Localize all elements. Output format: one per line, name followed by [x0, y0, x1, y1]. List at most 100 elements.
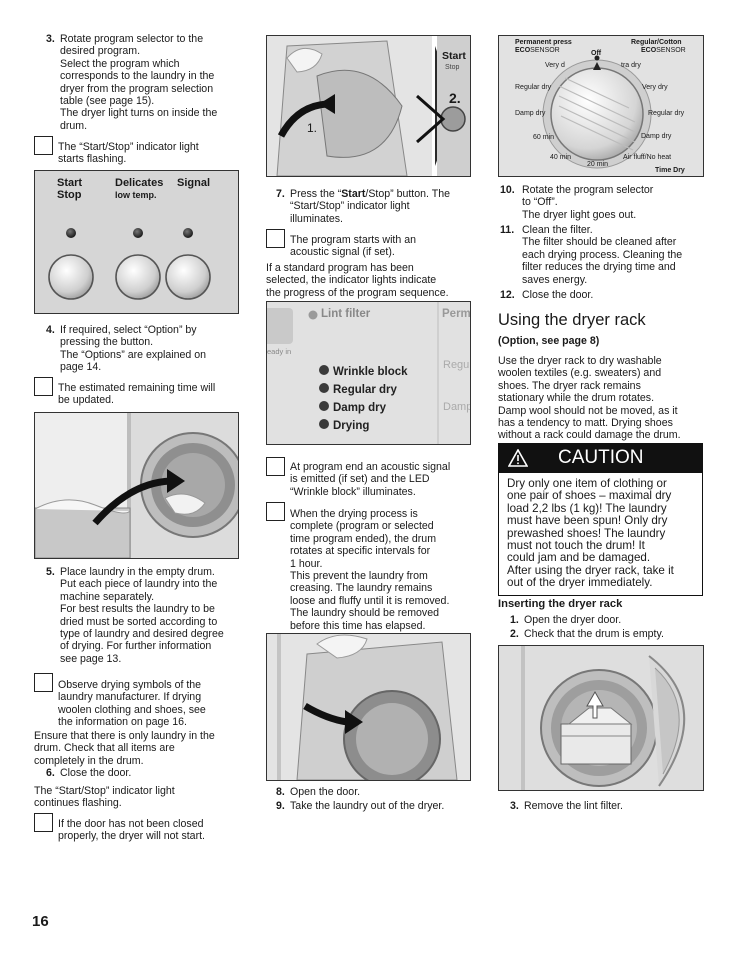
note-drying-complete: When the drying process is complete (pro… — [266, 502, 478, 632]
note-door-not-closed: If the door has not been closed properly… — [34, 813, 244, 843]
text-line: properly, the dryer will not start. — [58, 830, 205, 843]
progress-item: Wrinkle block — [333, 366, 408, 378]
text-line: If a standard program has been — [266, 262, 414, 274]
dial-damp-dry-left: Damp dry — [515, 110, 546, 117]
text-line: Rotate program selector to the — [60, 33, 204, 45]
text-line: laundry manufacturer. If drying — [58, 691, 202, 704]
text-line: table (see page 15). — [60, 95, 155, 108]
text-line: see page 13. — [60, 652, 122, 665]
text-line: saves energy. — [522, 273, 588, 286]
text-line: dryer from the program selection — [60, 82, 214, 95]
dial-time-dry: Time Dry — [655, 167, 685, 174]
caution-title: CAUTION — [558, 447, 644, 468]
dial-40-min: 40 min — [550, 154, 572, 161]
standard-program-paragraph: If a standard program has been selected,… — [266, 262, 476, 299]
step-text: Close the door. — [60, 767, 132, 779]
progress-item: Damp dry — [333, 402, 387, 414]
note-box — [266, 502, 285, 521]
text-line: The “Start/Stop” indicator light — [58, 141, 199, 153]
open-door-drawing — [267, 634, 470, 780]
text-line: woolen textiles (e.g. sweaters) and — [498, 367, 662, 380]
progress-list: Wrinkle block Regular dry Damp dry Dryin… — [333, 363, 408, 435]
text-line: Select the program which — [60, 57, 180, 70]
led-start — [66, 228, 76, 238]
callout-1: 1. — [307, 121, 318, 135]
text-line: page 14. — [60, 361, 102, 374]
led-delicates — [133, 228, 143, 238]
text-line: Use the dryer rack to dry washable — [498, 355, 662, 367]
callout-2: 2. — [449, 90, 461, 106]
text-line: Place laundry in the empty drum. — [60, 566, 215, 578]
text-line: stationary while the drum rotates. — [498, 392, 655, 405]
text-line: The laundry should be removed — [290, 607, 439, 620]
text-line: The dryer light goes out. — [522, 208, 637, 221]
step-number: 1. — [510, 614, 519, 626]
text-line: drum. — [60, 119, 88, 132]
text-line: the progress of the program sequence. — [266, 286, 449, 299]
dial-20-min: 20 min — [587, 161, 609, 168]
close-door-figure: Start Stop 2. 1. — [266, 35, 471, 177]
dial-damp-dry-right: Damp dry — [641, 133, 672, 140]
note-drying-symbols: Observe drying symbols of the laundry ma… — [34, 673, 244, 728]
dial-air-fluff: Air fluff/No heat — [623, 154, 672, 161]
open-door-figure — [266, 633, 471, 781]
step-number: 5. — [46, 566, 55, 578]
text-line: before this time has elapsed. — [290, 619, 426, 632]
text-line: When the drying process is — [290, 508, 418, 520]
text-line: completely in the drum. — [34, 754, 144, 767]
text-line: low temp. — [115, 190, 157, 200]
text-line: corresponds to the laundry in the — [60, 70, 215, 83]
step-number: 11. — [500, 224, 515, 236]
text-line: illuminates. — [290, 212, 343, 225]
text-line: starts flashing. — [58, 153, 127, 166]
text-line: machine separately. — [60, 590, 155, 603]
dial-extra-dry: tra dry — [621, 62, 641, 69]
dial-regular-dry-left: Regular dry — [515, 84, 552, 91]
text-line: Damp wool should not be moved, as it — [498, 404, 678, 417]
note-program-end: At program end an acoustic signal is emi… — [266, 457, 478, 499]
text-line: out of the dryer immediately. — [507, 576, 653, 590]
step-number: 3. — [46, 33, 55, 45]
text-line: is emitted (if set) and the LED — [290, 473, 430, 486]
text-line: time program ended), the drum — [290, 532, 437, 545]
text-line: shoes. The dryer rack remains — [498, 379, 641, 392]
text-line: prewashed shoes! The laundry — [507, 526, 666, 540]
delicates-button — [115, 254, 161, 300]
note-box — [266, 457, 285, 476]
text-line: continues flashing. — [34, 797, 122, 810]
step-text: Take the laundry out of the dryer. — [290, 800, 445, 812]
panel-label-signal: Signal — [177, 177, 211, 189]
dial-very-dry-right: Very dry — [642, 84, 668, 91]
text-line: If required, select “Option” by — [60, 324, 197, 336]
program-dial-figure: Permanent press ECOSENSOR Regular/Cotton… — [498, 35, 704, 177]
note-box — [34, 136, 53, 155]
step-number: 4. — [46, 324, 55, 336]
text-line: The estimated remaining time will — [58, 382, 216, 394]
dial-off: Off — [591, 50, 602, 57]
caution-header: CAUTION — [498, 443, 703, 473]
note-box — [34, 813, 53, 832]
drum-rack-drawing — [499, 646, 703, 790]
progress-item: Regular dry — [333, 384, 397, 396]
text-line: creasing. The laundry remains — [290, 582, 433, 595]
step-number: 9. — [276, 800, 285, 812]
start-label: Start — [442, 50, 466, 62]
progress-panel-figure: Lint filter Perm eady in Regul Damp Wrin… — [266, 301, 471, 445]
note-box — [34, 673, 53, 692]
step-number: 8. — [276, 786, 285, 798]
step-text: Open the door. — [290, 786, 361, 798]
step-number: 6. — [46, 767, 55, 779]
text-line: acoustic signal (if set). — [290, 246, 395, 259]
step-number: 10. — [500, 184, 515, 196]
program-dial-drawing — [499, 36, 703, 176]
text-line: Put each piece of laundry into the — [60, 578, 218, 591]
text-line: The “Options” are explained on — [60, 348, 207, 361]
text-line: 1 hour. — [290, 557, 323, 570]
dial-regular-dry-right: Regular dry — [648, 110, 685, 117]
text-line: Clean the filter. — [522, 224, 593, 236]
page-number: 16 — [32, 913, 49, 930]
text-line: selected, the indicator lights indicate — [266, 274, 437, 287]
text-line: The filter should be cleaned after — [522, 236, 677, 249]
dial-ecosensor-left: ECOSENSOR — [515, 47, 560, 54]
text-line: load 2,2 lbs (1 kg)! The laundry — [507, 501, 667, 515]
